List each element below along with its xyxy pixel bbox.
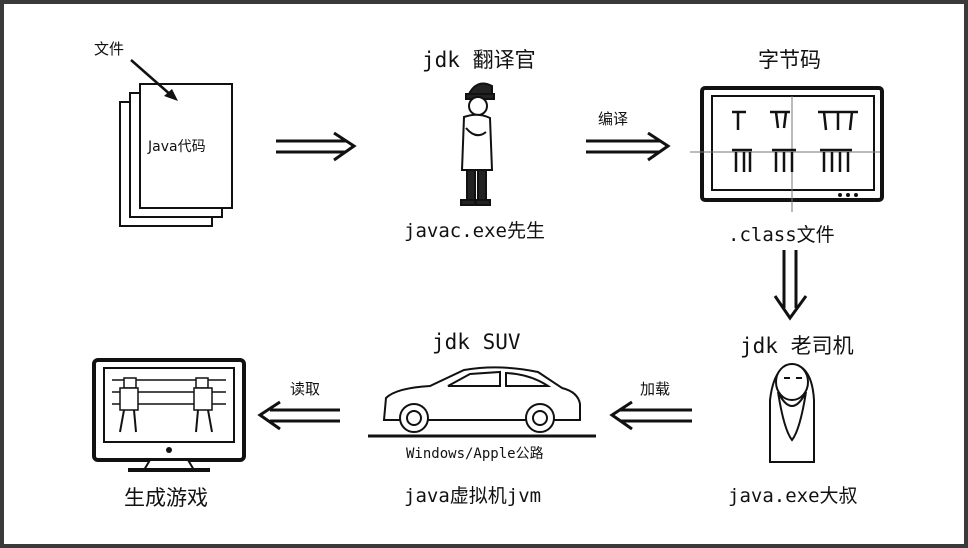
pointer-arrow-icon: [130, 59, 178, 101]
old-driver-figure-icon: [769, 362, 815, 463]
driver-caption: java.exe大叔: [728, 485, 858, 507]
driver-title: jdk 老司机: [740, 334, 854, 358]
load-arrow-label: 加载: [640, 380, 671, 398]
read-arrow-label: 读取: [290, 380, 321, 398]
file-label: 文件: [94, 40, 125, 58]
translator-figure-icon: [460, 82, 495, 206]
bytecode-title: 字节码: [758, 48, 821, 72]
compile-arrow-icon: [586, 131, 671, 162]
java-file-stack-icon: [119, 83, 233, 227]
compile-arrow-label: 编译: [598, 110, 629, 128]
read-arrow-icon: [257, 400, 340, 431]
down-arrow-icon: [773, 250, 808, 321]
suv-car-icon: [368, 366, 596, 438]
jvm-caption: java虚拟机jvm: [404, 485, 542, 507]
bytecode-caption: .class文件: [728, 224, 835, 246]
load-arrow-icon: [609, 400, 692, 431]
bytecode-monitor-icon: [690, 86, 884, 212]
jvm-title: jdk SUV: [432, 330, 521, 354]
double-arrow-icon: [276, 131, 357, 162]
game-monitor-icon: [92, 358, 246, 472]
java-code-label: Java代码: [148, 139, 206, 155]
road-label: Windows/Apple公路: [406, 446, 544, 462]
game-caption: 生成游戏: [124, 486, 208, 510]
translator-caption: javac.exe先生: [404, 220, 545, 242]
translator-title: jdk 翻译官: [422, 48, 536, 72]
